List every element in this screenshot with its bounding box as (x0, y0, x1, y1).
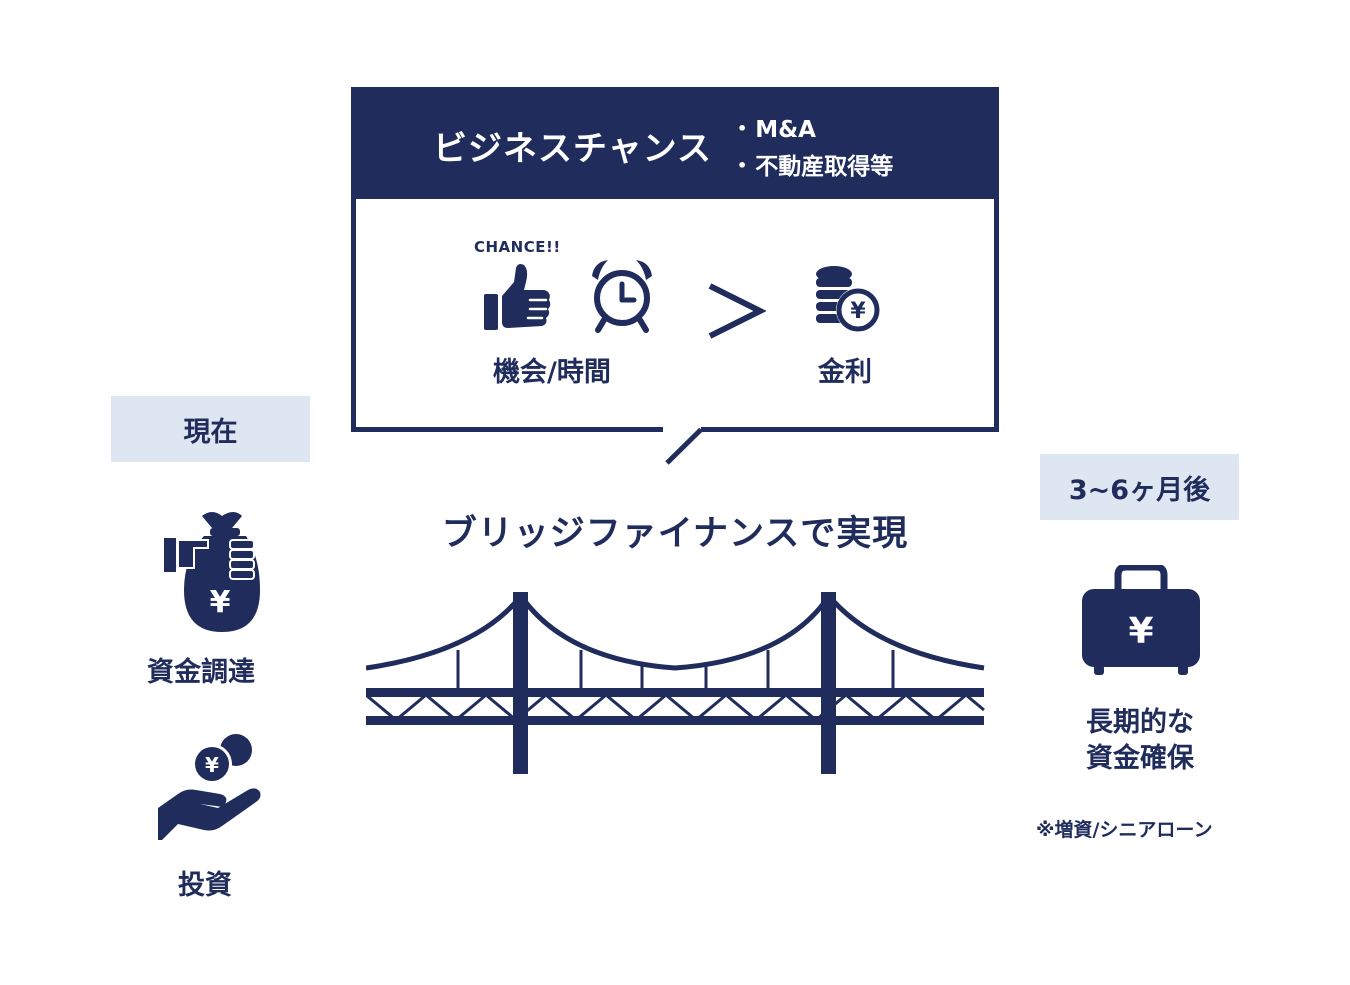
svg-text:¥: ¥ (205, 753, 219, 777)
svg-text:¥: ¥ (850, 299, 866, 324)
svg-text:¥: ¥ (210, 585, 231, 620)
speech-bubble-header: ビジネスチャンス •M&A •不動産取得等 (351, 87, 999, 199)
investment-caption: 投資 (178, 863, 232, 902)
yen-briefcase-icon: ¥ (1080, 565, 1202, 677)
interest-caption: 金利 (818, 350, 872, 389)
long-term-caption-line1: 長期的な (1040, 700, 1240, 739)
list-item: •M&A (737, 111, 893, 148)
long-term-caption-line2: 資金確保 (1040, 736, 1240, 775)
current-tag: 現在 (111, 396, 310, 462)
list-item: •不動産取得等 (737, 148, 893, 185)
business-chance-list: •M&A •不動産取得等 (737, 111, 893, 185)
svg-text:¥: ¥ (1128, 611, 1153, 652)
thumbs-up-icon (482, 262, 554, 334)
chance-label: CHANCE!! (474, 238, 561, 256)
fundraising-caption: 資金調達 (147, 650, 255, 689)
business-chance-title: ビジネスチャンス (433, 121, 712, 170)
after-months-tag: 3~6ヶ月後 (1040, 454, 1239, 520)
capital-note: ※増資/シニアローン (1036, 815, 1212, 842)
greater-than-sign (706, 282, 766, 340)
bridge-illustration (366, 590, 986, 776)
yen-coins-icon: ¥ (812, 264, 884, 334)
opportunity-time-caption: 機会/時間 (493, 350, 611, 389)
yen-money-bag-icon: ¥ (160, 508, 264, 638)
yen-coin-hand-icon: ¥ (156, 732, 266, 844)
alarm-clock-icon (588, 258, 656, 334)
